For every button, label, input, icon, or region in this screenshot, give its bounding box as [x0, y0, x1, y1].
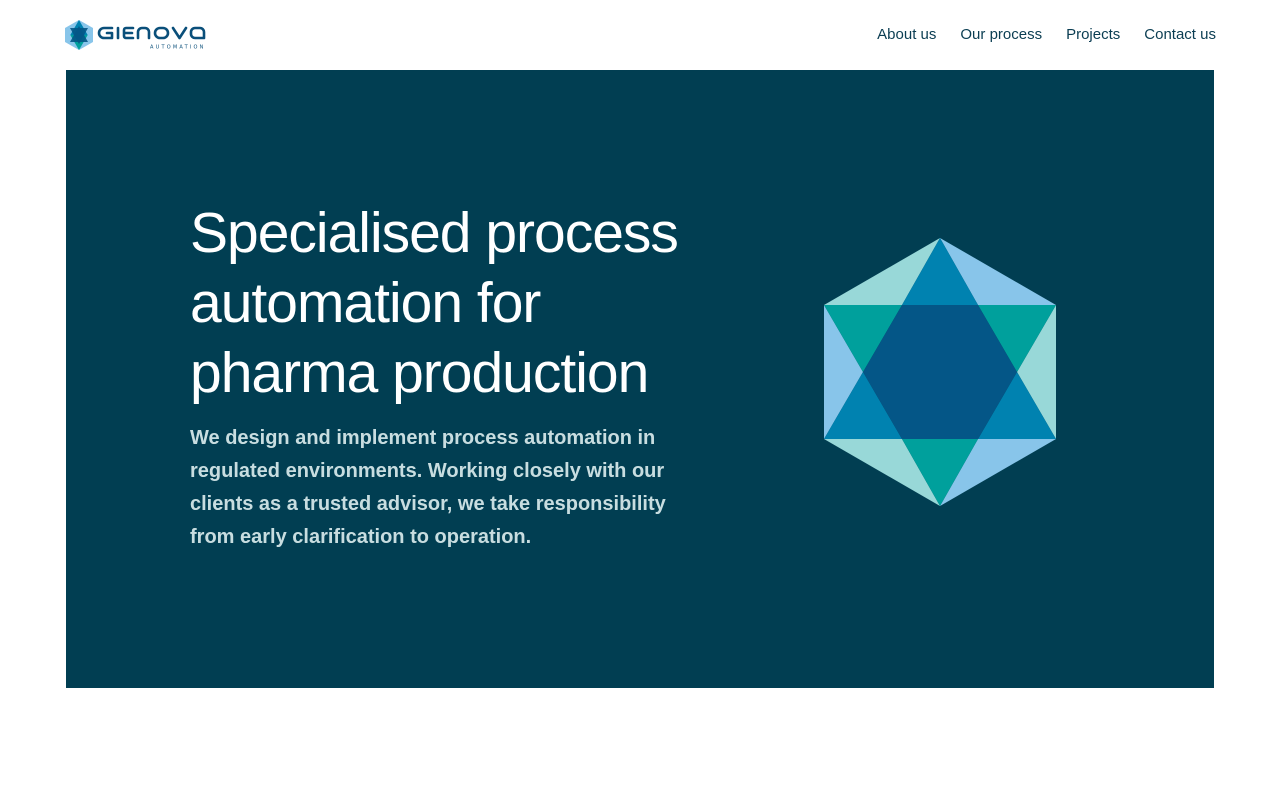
hexagram-hexagon-icon — [824, 238, 1056, 506]
hero-title: Specialised process automation for pharm… — [190, 201, 679, 405]
gienova-logo-icon: AUTOMATION — [65, 20, 206, 51]
nav-our-process[interactable]: Our process — [960, 26, 1043, 43]
nav-contact-us[interactable]: Contact us — [1144, 26, 1216, 43]
svg-text:AUTOMATION: AUTOMATION — [150, 45, 206, 51]
hero-section: Specialised process automation for pharm… — [66, 70, 1214, 688]
hero-description: We design and implement process automati… — [190, 427, 666, 548]
nav-projects[interactable]: Projects — [1066, 26, 1121, 43]
site-header: AUTOMATION About us Our process Projects… — [0, 0, 1280, 70]
main-nav: About us Our process Projects Contact us — [877, 24, 1216, 46]
nav-about-us[interactable]: About us — [877, 26, 937, 43]
gienova-logo[interactable]: AUTOMATION — [64, 18, 214, 52]
